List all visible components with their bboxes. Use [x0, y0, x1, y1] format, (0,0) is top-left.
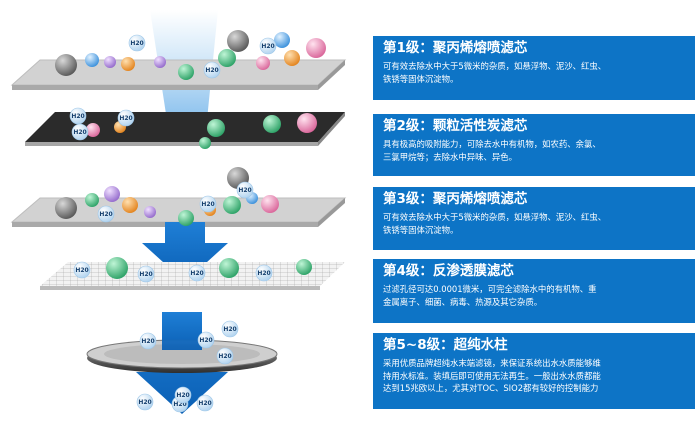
h2o-label: H20 — [201, 201, 214, 208]
stage-description: 过滤孔径可达0.0001微米，可完全滤除水中的有机物、重 金属离子、细菌、病毒、… — [383, 284, 597, 307]
stage-description: 可有效去除水中大于5微米的杂质，如悬浮物、泥沙、红虫、 铁锈等固体沉淀物。 — [383, 212, 607, 235]
h2o-label: H20 — [173, 401, 186, 408]
h2o-molecule: H20 — [69, 107, 87, 125]
h2o-molecule: H20 — [203, 61, 221, 79]
h2o-label: H20 — [198, 400, 211, 407]
h2o-label: H20 — [199, 337, 212, 344]
h2o-label: H20 — [238, 187, 251, 194]
h2o-molecule: H20 — [197, 331, 215, 349]
h2o-label: H20 — [190, 270, 203, 277]
h2o-label: H20 — [138, 399, 151, 406]
stage-title: 第1级：聚丙烯熔喷滤芯 — [383, 40, 528, 56]
h2o-molecule: H20 — [174, 386, 192, 404]
stage-description: 可有效去除水中大于5微米的杂质，如悬浮物、泥沙、红虫、 铁锈等固体沉淀物。 — [383, 61, 607, 84]
h2o-label: H20 — [141, 338, 154, 345]
stage-title: 第2级：颗粒活性炭滤芯 — [383, 118, 528, 134]
h2o-label: H20 — [130, 40, 143, 47]
h2o-molecule: H20 — [259, 37, 277, 55]
h2o-molecule: H20 — [136, 393, 154, 411]
h2o-label: H20 — [261, 43, 274, 50]
h2o-molecule: H20 — [128, 34, 146, 52]
h2o-molecule: H20 — [221, 320, 239, 338]
h2o-molecule: H20 — [216, 347, 234, 365]
h2o-molecule: H20 — [255, 264, 273, 282]
h2o-label: H20 — [223, 326, 236, 333]
stage-title: 第4级：反渗透膜滤芯 — [383, 263, 514, 279]
h2o-molecule: H20 — [71, 123, 89, 141]
stage-title: 第3级：聚丙烯熔喷滤芯 — [383, 191, 528, 207]
h2o-label: H20 — [257, 270, 270, 277]
h2o-label: H20 — [176, 392, 189, 399]
h2o-molecule: H20 — [117, 109, 135, 127]
particles-layer-4 — [106, 257, 312, 279]
particles-layer-2 — [86, 113, 317, 149]
flow-arrow-1 — [142, 222, 228, 282]
h2o-label: H20 — [75, 267, 88, 274]
stage-panel-1: 第1级：聚丙烯熔喷滤芯 可有效去除水中大于5微米的杂质，如悬浮物、泥沙、红虫、 … — [373, 36, 695, 100]
h2o-label: H20 — [119, 115, 132, 122]
h2o-molecule: H20 — [97, 205, 115, 223]
h2o-label: H20 — [99, 211, 112, 218]
h2o-molecule: H20 — [196, 394, 214, 412]
h2o-label: H20 — [71, 113, 84, 120]
h2o-label: H20 — [218, 353, 231, 360]
h2o-molecule: H20 — [73, 261, 91, 279]
h2o-molecule: H20 — [139, 332, 157, 350]
stage-panel-5: 第5~8级：超纯水柱 采用优质品牌超纯水末端滤镜，来保证系统出水水质能够维 持用… — [373, 333, 695, 409]
stage-panel-3: 第3级：聚丙烯熔喷滤芯 可有效去除水中大于5微米的杂质，如悬浮物、泥沙、红虫、 … — [373, 187, 695, 250]
h2o-label: H20 — [73, 129, 86, 136]
h2o-label: H20 — [139, 271, 152, 278]
stage-panel-4: 第4级：反渗透膜滤芯 过滤孔径可达0.0001微米，可完全滤除水中的有机物、重 … — [373, 259, 695, 323]
h2o-molecule: H20 — [188, 264, 206, 282]
h2o-molecule: H20 — [236, 181, 254, 199]
h2o-label: H20 — [205, 67, 218, 74]
stage-description: 具有极高的吸附能力，可除去水中有机物，如农药、余氯、 三氯甲烷等；去除水中异味、… — [383, 139, 601, 162]
particles-layer-1 — [55, 30, 326, 80]
h2o-molecule: H20 — [137, 265, 155, 283]
stage-description: 采用优质品牌超纯水末端滤镜，来保证系统出水水质能够维 持用水标准。装填后即可使用… — [383, 358, 601, 393]
h2o-molecule: H20 — [199, 195, 217, 213]
stage-title: 第5~8级：超纯水柱 — [383, 337, 508, 353]
stage-panel-2: 第2级：颗粒活性炭滤芯 具有极高的吸附能力，可除去水中有机物，如农药、余氯、 三… — [373, 114, 695, 176]
